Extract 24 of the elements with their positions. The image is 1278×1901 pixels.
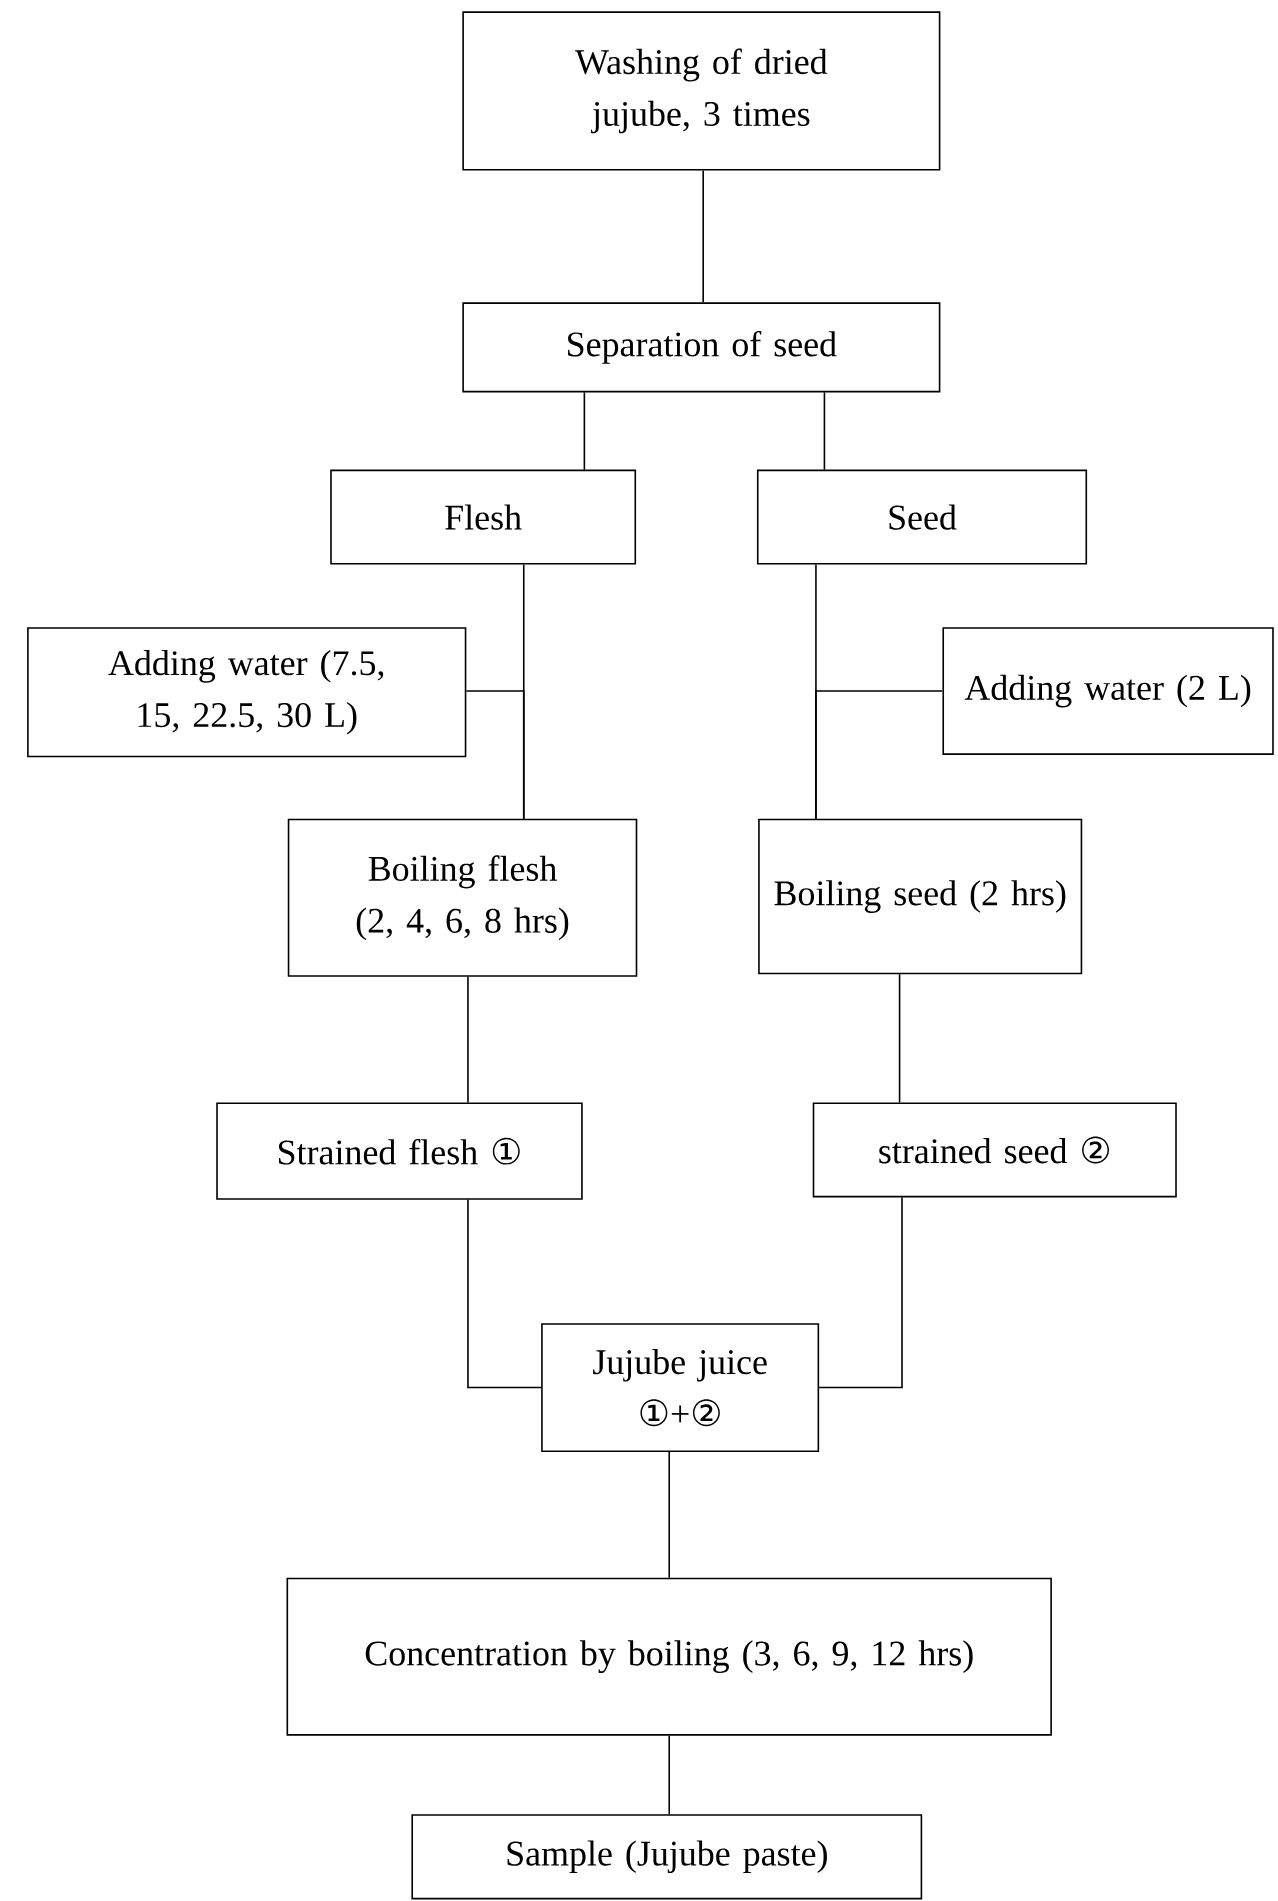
connector-line [818, 1196, 903, 1389]
process-box: Boiling flesh (2, 4, 6, 8 hrs) [287, 818, 638, 977]
process-box: Boiling seed (2 hrs) [758, 818, 1083, 975]
connector-line [668, 1734, 671, 1815]
process-box: Adding water (2 L) [942, 627, 1274, 755]
connector-line [823, 391, 826, 471]
process-box: Sample (Jujube paste) [411, 1814, 923, 1900]
process-box: Washing of dried jujube, 3 times [462, 11, 941, 171]
connector-line [467, 1199, 542, 1389]
connector-line [668, 1451, 671, 1579]
process-box: Separation of seed [462, 302, 941, 393]
process-box: Strained flesh ① [216, 1102, 583, 1200]
connector-line [583, 391, 586, 471]
connector-line [815, 690, 944, 820]
process-box: strained seed ② [812, 1102, 1177, 1198]
process-box: Concentration by boiling (3, 6, 9, 12 hrs) [286, 1577, 1052, 1736]
connector-line [702, 169, 705, 304]
process-box: Adding water (7.5, 15, 22.5, 30 L) [27, 627, 467, 758]
process-box: Flesh [330, 469, 637, 565]
connector-line [898, 973, 901, 1104]
process-box: Jujube juice ①+② [541, 1323, 820, 1452]
connector-line [465, 690, 525, 820]
connector-line [467, 975, 469, 1104]
process-box: Seed [757, 469, 1088, 565]
